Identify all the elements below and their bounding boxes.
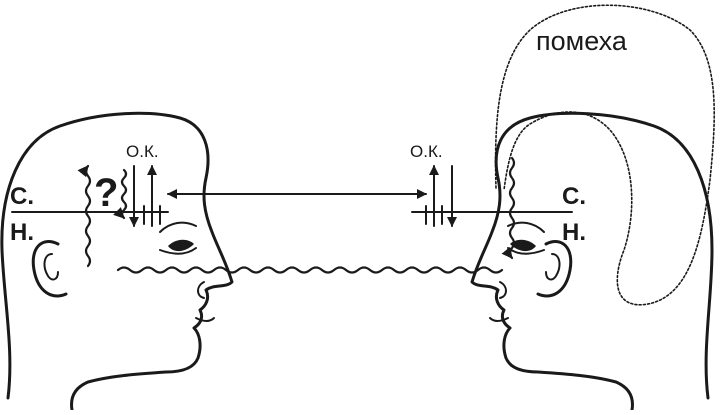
- right-ok-arrows: [425, 165, 457, 227]
- right-wavy-signal: [501, 156, 516, 260]
- left-wavy-signal: [77, 164, 92, 268]
- left-ok-label: О.К.: [126, 142, 159, 161]
- right-eye: [510, 239, 536, 252]
- left-mouth: [195, 317, 215, 322]
- right-ear-inner: [545, 253, 561, 281]
- left-eye-brow: [159, 247, 197, 255]
- left-ear: [31, 240, 68, 298]
- right-s-label: С.: [562, 183, 586, 210]
- right-nostril: [499, 281, 507, 299]
- bottom-wavy-connection: [116, 266, 504, 274]
- right-head: [470, 111, 714, 412]
- left-n-label: Н.: [10, 219, 34, 246]
- right-ok-label: О.К.: [410, 142, 443, 161]
- left-eye: [168, 239, 194, 252]
- right-head-outline: [470, 111, 714, 412]
- left-ear-inner: [43, 253, 59, 281]
- left-ok-arrows: [113, 165, 161, 227]
- left-nostril: [197, 281, 205, 299]
- left-head: [0, 111, 234, 412]
- noise-cloud: [494, 4, 716, 306]
- right-mouth: [489, 317, 509, 322]
- question-mark: ?: [94, 171, 118, 215]
- right-eye-lid: [507, 221, 545, 233]
- noise-label: помеха: [536, 26, 628, 56]
- left-s-label: С.: [10, 183, 34, 210]
- left-eye-lid: [159, 221, 197, 233]
- left-head-outline: [0, 111, 234, 412]
- right-ear: [536, 240, 573, 298]
- right-n-label: Н.: [562, 219, 586, 246]
